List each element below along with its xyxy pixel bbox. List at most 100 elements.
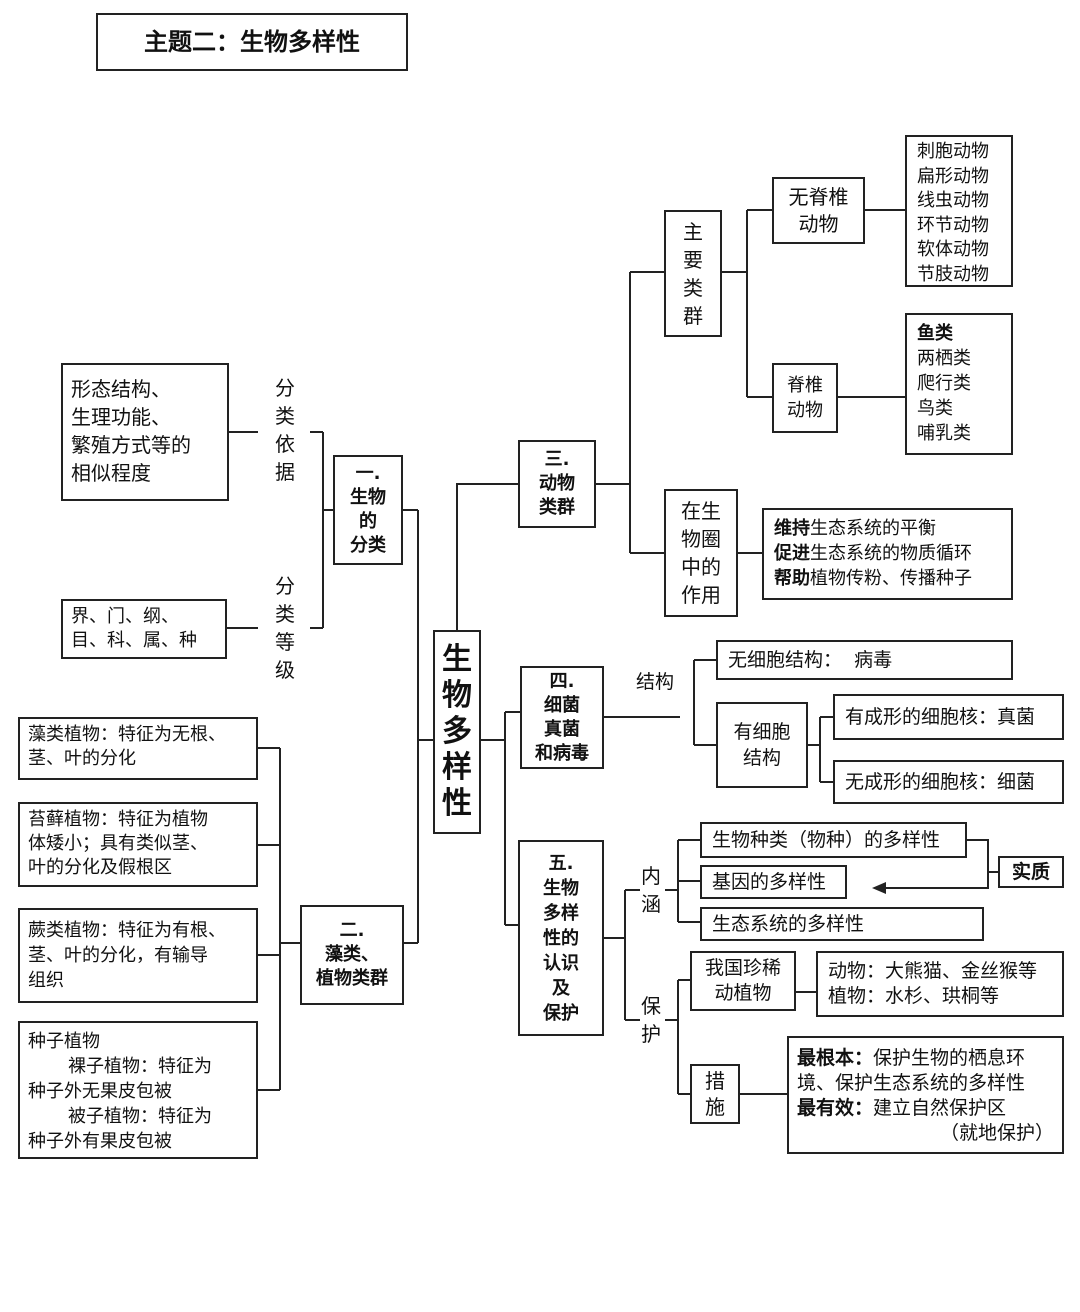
list-item: 节肢动物 bbox=[917, 263, 989, 285]
list-item: 两栖类 bbox=[917, 348, 971, 369]
label-line: 动物 bbox=[798, 211, 839, 236]
label-line: 动物 bbox=[539, 473, 575, 494]
branch-plants: 二. 藻类、 植物类群 bbox=[300, 905, 404, 1005]
role-line: 帮助植物传粉、传播种子 bbox=[774, 566, 1001, 591]
classification-basis-label: 分 类 依 据 bbox=[270, 374, 300, 486]
label-line: 动物 bbox=[787, 400, 823, 421]
branch-microbes: 四. 细菌 真菌 和病毒 bbox=[520, 666, 604, 769]
label-line: 二. bbox=[339, 920, 365, 941]
protection-label: 保 护 bbox=[638, 992, 664, 1048]
label-char: 分 bbox=[275, 574, 295, 598]
root-char: 生 bbox=[442, 642, 472, 677]
measure-bold: 最有效： bbox=[797, 1097, 874, 1119]
text-line: 形态结构、 bbox=[71, 377, 171, 401]
label-line: 生物 bbox=[350, 487, 386, 508]
moss-box: 苔藓植物：特征为植物 体矮小；具有类似茎、 叶的分化及假根区 bbox=[18, 802, 258, 887]
essence-text: 实质 bbox=[1011, 861, 1050, 883]
page-title: 主题二：生物多样性 bbox=[96, 13, 408, 71]
label-line: 真菌 bbox=[544, 718, 580, 740]
gene-diversity-box: 基因的多样性 bbox=[700, 865, 847, 899]
root-char: 样 bbox=[442, 750, 472, 785]
seed-title: 种子植物 bbox=[28, 1031, 100, 1052]
text-line: 种子外无果皮包被 bbox=[28, 1081, 172, 1102]
list-item: 扁形动物 bbox=[917, 165, 989, 187]
label-line: 性的 bbox=[543, 927, 579, 949]
text-line: 种子外有果皮包被 bbox=[28, 1131, 172, 1152]
label-line: 保护 bbox=[543, 1002, 579, 1024]
root-char: 物 bbox=[442, 678, 472, 713]
role-line: 促进生态系统的物质循环 bbox=[774, 541, 1001, 566]
label-char: 措 bbox=[705, 1069, 725, 1093]
text-line: 茎、叶的分化，有输导 bbox=[28, 945, 208, 966]
text-line: 生物种类（物种）的多样性 bbox=[712, 829, 941, 851]
measure-bold: 最根本： bbox=[797, 1047, 874, 1069]
invertebrate-list: 刺胞动物 扁形动物 线虫动物 环节动物 软体动物 节肢动物 bbox=[905, 135, 1013, 287]
role-line: 维持生态系统的平衡 bbox=[774, 516, 1001, 541]
role-rest: 生态系统的平衡 bbox=[810, 518, 936, 539]
label-char: 要 bbox=[683, 247, 703, 272]
branch-animals: 三. 动物 类群 bbox=[518, 440, 596, 528]
classification-rank-box: 界、门、纲、 目、科、属、种 bbox=[61, 599, 227, 659]
label-line: 结构 bbox=[742, 747, 781, 769]
text-line: 无细胞结构： 病毒 bbox=[728, 649, 893, 671]
branch-biodiversity: 五. 生物 多样 性的 认识 及 保护 bbox=[518, 840, 604, 1036]
measure-text: 保护生物的栖息环 bbox=[873, 1047, 1026, 1069]
root-node: 生 物 多 样 性 bbox=[433, 630, 481, 834]
label-char: 等 bbox=[275, 630, 295, 654]
text-line: 有成形的细胞核：真菌 bbox=[845, 706, 1036, 728]
label-line: 在生 bbox=[681, 499, 721, 523]
classification-rank-label: 分 类 等 级 bbox=[270, 572, 300, 684]
role-bold: 维持 bbox=[774, 518, 810, 539]
text-line: 茎、叶的分化 bbox=[28, 748, 136, 769]
arrow-head-icon bbox=[872, 882, 886, 894]
label-char: 类 bbox=[275, 602, 295, 626]
text-line: 基因的多样性 bbox=[712, 871, 827, 893]
text-line: 生理功能、 bbox=[71, 405, 171, 429]
structure-label: 结构 bbox=[635, 671, 674, 693]
list-item: 植物：水杉、珙桐等 bbox=[828, 985, 1000, 1007]
label-char: 保 bbox=[641, 994, 661, 1018]
text-line: 裸子植物：特征为 bbox=[68, 1056, 212, 1077]
label-line: 多样 bbox=[543, 902, 579, 924]
text-line: 相似程度 bbox=[71, 461, 151, 485]
text-line: 蕨类植物：特征为有根、 bbox=[28, 920, 226, 941]
list-item: 环节动物 bbox=[917, 214, 989, 236]
label-line: 植物类群 bbox=[316, 968, 388, 989]
species-diversity-box: 生物种类（物种）的多样性 bbox=[700, 822, 967, 858]
label-char: 分 bbox=[275, 376, 295, 400]
label-char: 据 bbox=[275, 460, 295, 484]
text-line: 体矮小；具有类似茎、 bbox=[28, 833, 208, 854]
text-line: 繁殖方式等的 bbox=[71, 433, 191, 457]
measures-box: 措 施 bbox=[690, 1064, 740, 1124]
text-line: 藻类植物：特征为无根、 bbox=[28, 724, 226, 745]
connotation-label: 内 涵 bbox=[638, 862, 664, 918]
measure-line: 最有效：建立自然保护区 bbox=[797, 1096, 1054, 1121]
main-groups-box: 主 要 类 群 bbox=[664, 210, 722, 337]
label-line: 认识 bbox=[543, 952, 579, 974]
rare-species-list: 动物：大熊猫、金丝猴等 植物：水杉、珙桐等 bbox=[816, 951, 1064, 1017]
algae-box: 藻类植物：特征为无根、 茎、叶的分化 bbox=[18, 717, 258, 780]
list-item: 动物：大熊猫、金丝猴等 bbox=[828, 960, 1038, 982]
label-line: 一. bbox=[355, 463, 381, 484]
text-line: 组织 bbox=[28, 970, 64, 991]
measure-line: 最根本：保护生物的栖息环 bbox=[797, 1046, 1054, 1071]
role-details: 维持生态系统的平衡 促进生态系统的物质循环 帮助植物传粉、传播种子 bbox=[762, 508, 1013, 600]
measure-text: （就地保护） bbox=[939, 1122, 1054, 1144]
label-char: 内 bbox=[641, 864, 661, 888]
label-line: 类群 bbox=[539, 497, 575, 518]
text-line: 无成形的细胞核：细菌 bbox=[845, 771, 1036, 793]
no-nucleus-box: 无成形的细胞核：细菌 bbox=[833, 760, 1064, 804]
root-char: 多 bbox=[442, 714, 472, 749]
list-item: 线虫动物 bbox=[917, 190, 989, 211]
no-cell-structure-box: 无细胞结构： 病毒 bbox=[716, 640, 1013, 680]
vertebrates-box: 脊椎 动物 bbox=[772, 363, 838, 433]
label-line: 无脊椎 bbox=[788, 184, 849, 209]
list-item: 鱼类 bbox=[917, 323, 953, 344]
fern-box: 蕨类植物：特征为有根、 茎、叶的分化，有输导 组织 bbox=[18, 908, 258, 1003]
invertebrates-box: 无脊椎 动物 bbox=[772, 177, 865, 244]
essence-box: 实质 bbox=[998, 856, 1064, 888]
label-char: 类 bbox=[275, 404, 295, 428]
label-line: 的 bbox=[359, 511, 377, 532]
vertebrate-list: 鱼类 两栖类 爬行类 鸟类 哺乳类 bbox=[905, 313, 1013, 455]
